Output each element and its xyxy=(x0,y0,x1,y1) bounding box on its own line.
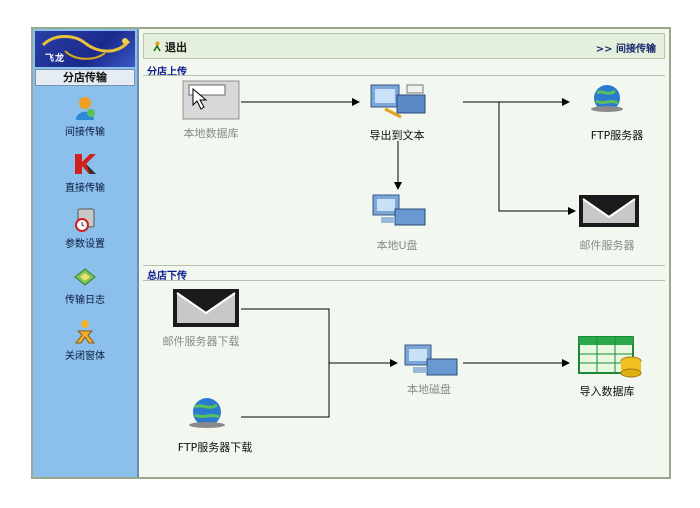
ftp-download-node[interactable]: FTP服务器下载 xyxy=(178,393,252,454)
logo-text: 飞龙 xyxy=(45,54,66,64)
database-table-icon xyxy=(578,336,642,378)
import-database-node[interactable]: 导入数据库 xyxy=(577,335,643,398)
sidebar-item-label: 直接传输 xyxy=(65,183,105,194)
sidebar-item-label: 关闭窗体 xyxy=(65,351,105,362)
sidebar-item-direct-transfer[interactable]: 直接传输 xyxy=(35,151,135,194)
local-database-node[interactable]: 本地数据库 xyxy=(181,79,241,140)
local-u-disk-label: 本地U盘 xyxy=(376,239,418,252)
settings-clock-icon xyxy=(75,208,95,232)
ftp-globe-icon xyxy=(189,398,225,428)
sidebar-title: 分店传输 xyxy=(35,69,135,86)
download-section-divider-bottom xyxy=(143,280,665,281)
sidebar-item-label: 传输日志 xyxy=(65,295,105,306)
ftp-server-label: FTP服务器 xyxy=(590,129,644,142)
export-text-node[interactable]: 导出到文本 xyxy=(367,81,431,142)
local-disk-label: 本地磁盘 xyxy=(407,383,451,396)
exit-icon xyxy=(153,41,161,52)
exit-button[interactable]: 退出 xyxy=(152,39,187,55)
app-window: 飞龙 分店传输 间接传输 直接传输 参数设置 xyxy=(31,27,671,479)
local-disk-icon xyxy=(404,344,458,376)
sidebar-item-label: 参数设置 xyxy=(65,239,105,250)
mail-server-node[interactable]: 邮件服务器 xyxy=(577,191,641,252)
mail-envelope-icon xyxy=(173,289,239,327)
import-database-label: 导入数据库 xyxy=(579,385,635,398)
sidebar-item-transfer-log[interactable]: 传输日志 xyxy=(35,263,135,306)
download-section-title: 总店下传 xyxy=(147,271,187,282)
ftp-globe-icon xyxy=(591,85,623,112)
mail-download-node[interactable]: 邮件服务器下载 xyxy=(163,287,241,348)
export-text-label: 导出到文本 xyxy=(369,129,425,142)
local-database-label: 本地数据库 xyxy=(183,127,239,140)
indirect-transfer-link[interactable]: >> 间接传输 xyxy=(595,44,656,55)
dragon-logo-icon xyxy=(41,35,131,60)
download-section-divider xyxy=(143,265,665,266)
exit-label: 退出 xyxy=(165,41,187,54)
ftp-download-label: FTP服务器下载 xyxy=(177,441,253,454)
local-u-disk-node[interactable]: 本地U盘 xyxy=(367,191,431,252)
local-u-disk-icon xyxy=(372,194,426,226)
main-panel: 退出 >> 间接传输 分店上传 总店下传 xyxy=(141,29,669,477)
logo: 飞龙 xyxy=(35,31,135,67)
mail-server-label: 邮件服务器 xyxy=(579,239,635,252)
lightning-k-icon xyxy=(75,154,96,174)
sidebar-item-close-window[interactable]: 关闭窗体 xyxy=(35,319,135,362)
log-book-icon xyxy=(74,268,96,286)
top-toolbar: 退出 >> 间接传输 xyxy=(143,33,665,59)
sidebar-item-label: 间接传输 xyxy=(65,127,105,138)
ftp-server-node[interactable]: FTP服务器 xyxy=(587,81,643,142)
mail-download-label: 邮件服务器下载 xyxy=(162,335,240,348)
network-person-icon xyxy=(76,97,95,120)
sidebar-item-settings[interactable]: 参数设置 xyxy=(35,207,135,250)
local-database-icon xyxy=(182,80,240,120)
export-text-icon xyxy=(370,84,426,119)
sidebar: 飞龙 分店传输 间接传输 直接传输 参数设置 xyxy=(33,29,139,477)
sidebar-item-indirect-transfer[interactable]: 间接传输 xyxy=(35,95,135,138)
person-exit-icon xyxy=(75,320,95,344)
mail-envelope-icon xyxy=(579,195,639,227)
local-disk-node[interactable]: 本地磁盘 xyxy=(399,341,463,396)
upload-section-divider xyxy=(143,75,665,76)
upload-section-title: 分店上传 xyxy=(147,67,187,78)
